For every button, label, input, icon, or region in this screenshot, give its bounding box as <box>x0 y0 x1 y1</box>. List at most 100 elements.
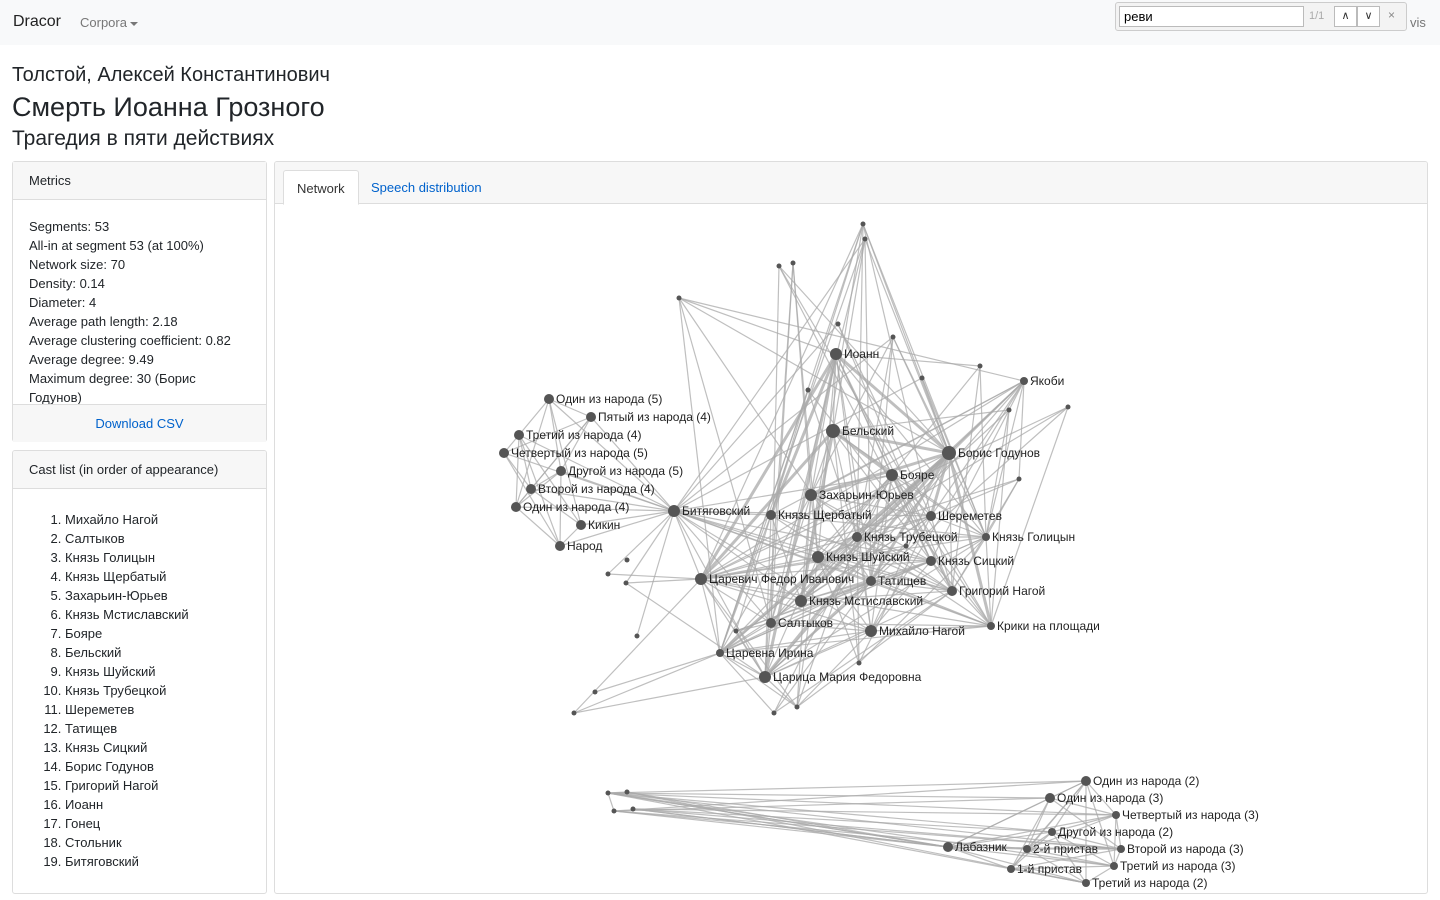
network-node[interactable] <box>1048 828 1056 836</box>
cast-item[interactable]: Гонец <box>65 814 266 833</box>
cast-item[interactable]: Татищев <box>65 719 266 738</box>
network-node[interactable] <box>624 557 630 563</box>
cast-item[interactable]: Иоанн <box>65 795 266 814</box>
network-node[interactable] <box>526 484 536 494</box>
download-csv-button[interactable]: Download CSV <box>13 404 266 442</box>
network-node[interactable] <box>759 671 771 683</box>
network-node[interactable] <box>1065 404 1071 410</box>
network-node[interactable] <box>571 710 577 716</box>
network-node[interactable] <box>630 806 636 812</box>
network-node[interactable] <box>676 295 682 301</box>
network-node[interactable] <box>1045 793 1055 803</box>
network-node[interactable] <box>860 221 866 227</box>
network-node[interactable] <box>611 808 617 814</box>
cast-item[interactable]: Шереметев <box>65 700 266 719</box>
network-node[interactable] <box>668 505 680 517</box>
cast-item[interactable]: Захарьин-Юрьев <box>65 586 266 605</box>
find-prev-button[interactable]: ∧ <box>1334 6 1357 27</box>
network-node[interactable] <box>586 412 596 422</box>
network-node[interactable] <box>865 625 877 637</box>
network-node[interactable] <box>544 394 554 404</box>
find-input[interactable] <box>1119 6 1304 27</box>
network-node[interactable] <box>556 466 566 476</box>
network-node[interactable] <box>977 363 983 369</box>
cast-item[interactable]: Стольник <box>65 833 266 852</box>
network-node[interactable] <box>919 375 925 381</box>
network-node[interactable] <box>795 595 807 607</box>
network-node[interactable] <box>835 321 841 327</box>
network-node[interactable] <box>903 543 909 549</box>
cast-item[interactable]: Бельский <box>65 643 266 662</box>
cast-item[interactable]: Бояре <box>65 624 266 643</box>
network-node[interactable] <box>1117 845 1125 853</box>
cast-item[interactable]: Битяговский <box>65 852 266 871</box>
network-node[interactable] <box>943 842 953 852</box>
network-node[interactable] <box>805 387 811 393</box>
network-node[interactable] <box>576 520 586 530</box>
cast-item[interactable]: Князь Щербатый <box>65 567 266 586</box>
find-next-button[interactable]: ∨ <box>1357 6 1380 27</box>
network-node[interactable] <box>830 348 842 360</box>
network-node[interactable] <box>1020 377 1028 385</box>
nav-vis-link[interactable]: vis <box>1410 15 1426 30</box>
network-node[interactable] <box>926 556 936 566</box>
network-node[interactable] <box>1110 862 1118 870</box>
network-node[interactable] <box>624 789 630 795</box>
network-node[interactable] <box>511 502 521 512</box>
network-node[interactable] <box>1016 476 1022 482</box>
find-close-button[interactable]: × <box>1388 8 1396 22</box>
network-node[interactable] <box>623 580 629 586</box>
network-node[interactable] <box>514 430 524 440</box>
network-node[interactable] <box>1112 811 1120 819</box>
network-node[interactable] <box>805 489 817 501</box>
network-node[interactable] <box>862 236 868 242</box>
network-node[interactable] <box>987 622 995 630</box>
network-node[interactable] <box>716 649 724 657</box>
network-node[interactable] <box>499 448 509 458</box>
cast-item[interactable]: Князь Трубецкой <box>65 681 266 700</box>
network-node[interactable] <box>866 576 876 586</box>
network-node[interactable] <box>605 790 611 796</box>
network-node[interactable] <box>926 511 936 521</box>
network-node[interactable] <box>634 633 640 639</box>
network-node[interactable] <box>942 446 956 460</box>
network-node[interactable] <box>605 571 611 577</box>
network-node[interactable] <box>733 628 739 634</box>
network-node[interactable] <box>947 586 957 596</box>
network-node[interactable] <box>555 541 565 551</box>
tab-speech-distribution[interactable]: Speech distribution <box>371 180 482 195</box>
network-node[interactable] <box>812 551 824 563</box>
cast-item[interactable]: Салтыков <box>65 529 266 548</box>
cast-item[interactable]: Князь Сицкий <box>65 738 266 757</box>
network-node[interactable] <box>886 469 898 481</box>
network-node[interactable] <box>776 263 782 269</box>
network-node[interactable] <box>766 510 776 520</box>
tab-network[interactable]: Network <box>283 170 359 205</box>
network-node[interactable] <box>852 532 862 542</box>
network-node[interactable] <box>592 689 598 695</box>
brand-link[interactable]: Dracor <box>13 13 62 30</box>
network-node[interactable] <box>1007 865 1015 873</box>
network-node[interactable] <box>890 334 896 340</box>
cast-item[interactable]: Князь Голицын <box>65 548 266 567</box>
network-node[interactable] <box>790 260 796 266</box>
network-node[interactable] <box>826 424 840 438</box>
network-node[interactable] <box>1082 879 1090 887</box>
cast-item[interactable]: Григорий Нагой <box>65 776 266 795</box>
network-node[interactable] <box>1081 776 1091 786</box>
cast-item[interactable]: Борис Годунов <box>65 757 266 776</box>
network-node[interactable] <box>771 710 777 716</box>
network-node[interactable] <box>856 660 862 666</box>
cast-item[interactable]: Князь Шуйский <box>65 662 266 681</box>
network-node[interactable] <box>766 618 776 628</box>
network-node-label: Князь Сицкий <box>938 554 1014 568</box>
corpora-dropdown[interactable]: Corpora <box>80 15 138 30</box>
network-node[interactable] <box>794 704 800 710</box>
cast-item[interactable]: Князь Мстиславский <box>65 605 266 624</box>
network-node[interactable] <box>982 533 990 541</box>
network-node[interactable] <box>695 573 707 585</box>
network-node[interactable] <box>1023 845 1031 853</box>
cast-item[interactable]: Михайло Нагой <box>65 510 266 529</box>
network-node[interactable] <box>1006 407 1012 413</box>
